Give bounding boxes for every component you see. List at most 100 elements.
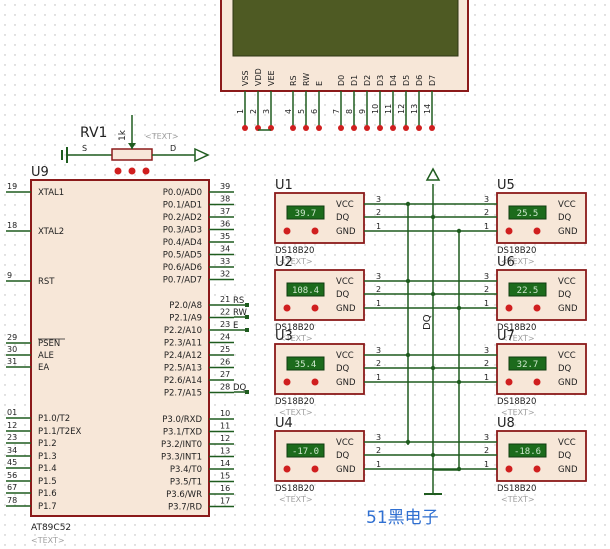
sensor-pin-number: 1	[376, 460, 381, 469]
sensor-button-left	[505, 304, 513, 312]
sensor-pin-gnd: GND	[336, 378, 356, 388]
sensor-button-right	[311, 465, 319, 473]
mcu-right-pins: 39P0.0/AD038P0.1/AD137P0.2/AD236P0.3/AD3…	[161, 182, 234, 513]
lcd-pin-name: D4	[389, 75, 398, 86]
sensor-part: DS18B20	[275, 323, 314, 333]
sensor-reading: 108.4	[292, 286, 319, 296]
sensor-display	[286, 282, 325, 297]
lcd-pin-probe	[351, 125, 357, 131]
sensor-ref: U4	[275, 416, 293, 431]
bus-dq-label: DQ	[422, 314, 433, 330]
sensor-pin-number: 1	[376, 299, 381, 308]
mcu-right-pin-name: P2.4/A12	[164, 351, 202, 361]
lcd-pin-number: 7	[332, 109, 341, 114]
mcu-left-pin-number: 67	[7, 483, 17, 492]
sensor-pin-number: 3	[484, 272, 489, 281]
mcu-net-label: RW	[233, 308, 248, 318]
rv1-wiper-arrow	[128, 143, 136, 149]
sensor-ref: U2	[275, 255, 293, 270]
mcu-right-pin-name: P3.4/T0	[170, 465, 202, 475]
sensor-display	[286, 356, 325, 371]
mcu-left-pin-name: XTAL2	[38, 227, 64, 237]
mcu-right-pin-name: P3.1/TXD	[163, 428, 203, 438]
mcu-right-pin-name: P2.1/A9	[169, 314, 202, 324]
mcu-left-pin-number: 19	[7, 182, 17, 191]
lcd-pin-name: RS	[289, 75, 298, 86]
mcu-left-pin-name: P1.1/T2EX	[38, 427, 81, 437]
sensor-part: DS18B20	[275, 397, 314, 407]
sensor-reading: 32.7	[517, 360, 539, 370]
rv1-knob-mid	[128, 167, 136, 175]
mcu-right-pin-number: 24	[220, 333, 230, 342]
mcu-left-pin-number: 12	[7, 421, 17, 430]
sensor-placeholder: <TEXT>	[279, 334, 313, 343]
mcu-right-pin-name: P3.7/RD	[168, 503, 202, 513]
lcd-pin-number: 9	[358, 109, 367, 114]
mcu-right-pin-number: 16	[220, 484, 230, 493]
mcu-left-pin-name: P1.0/T2	[38, 414, 70, 424]
sensor-pin-gnd: GND	[336, 304, 356, 314]
sensor-reading: 25.5	[517, 209, 539, 219]
sensor-button-left	[283, 378, 291, 386]
rv1-knob-right	[142, 167, 150, 175]
lcd-pin-probe	[403, 125, 409, 131]
sensor-part: DS18B20	[275, 246, 314, 256]
sensor-pin-dq: DQ	[336, 364, 350, 374]
sensor-button-left	[283, 465, 291, 473]
sensor-pin-gnd: GND	[558, 227, 578, 237]
mcu-left-pin-number: 01	[7, 408, 17, 417]
mcu-net-label: E	[233, 321, 238, 331]
lcd-pin-name: D6	[415, 75, 424, 86]
mcu-net-terminal	[245, 328, 249, 332]
potentiometer-rv1[interactable]: RV1 1k <TEXT> S D	[61, 115, 210, 175]
mcu-right-pin-name: P3.2/INT0	[161, 440, 202, 450]
microcontroller-u9[interactable]: U9 19XTAL118XTAL29RST29PSEN30ALE31EA01P1…	[6, 165, 249, 545]
lcd-module[interactable]: VSS1VDD2VEE3RS4RW5E6D07D18D29D310D411D51…	[220, 0, 469, 131]
sensor-part: DS18B20	[497, 323, 536, 333]
mcu-right-pin-name: P3.3/INT1	[161, 453, 202, 463]
mcu-left-pin-name: PSEN	[38, 339, 60, 349]
sensor-pin-number: 2	[484, 359, 489, 368]
mcu-right-pin-name: P0.2/AD2	[163, 213, 202, 223]
sensor-placeholder: <TEXT>	[279, 257, 313, 266]
lcd-pin-number: 10	[371, 104, 380, 114]
mcu-net-label: RS	[233, 296, 244, 306]
mcu-right-pin-name: P0.1/AD1	[163, 201, 202, 211]
lcd-pin-name: VEE	[267, 70, 276, 86]
lcd-pin-number: 8	[345, 109, 354, 114]
mcu-right-pin-number: 34	[220, 245, 230, 254]
lcd-pin-name: D7	[428, 75, 437, 86]
mcu-right-pin-name: P0.7/AD7	[163, 276, 202, 286]
sensor-reading: 22.5	[517, 286, 539, 296]
sensor-pin-number: 1	[484, 373, 489, 382]
lcd-pin-name: VSS	[241, 70, 250, 86]
sensor-button-right	[533, 465, 541, 473]
rv1-placeholder: <TEXT>	[145, 132, 179, 141]
sensor-display	[286, 443, 325, 458]
sensor-button-left	[505, 227, 513, 235]
lcd-pin-number: 12	[397, 104, 406, 114]
sensor-button-right	[311, 304, 319, 312]
mcu-left-pin-name: RST	[38, 277, 55, 287]
sensor-pin-number: 1	[484, 460, 489, 469]
lcd-pin-number: 3	[262, 109, 271, 114]
one-wire-bus	[407, 206, 460, 471]
mcu-left-pin-name: P1.3	[38, 452, 57, 462]
lcd-pin-name: D0	[337, 75, 346, 86]
mcu-right-pin-number: 38	[220, 195, 230, 204]
rv1-knob-left	[114, 167, 122, 175]
mcu-right-pin-name: P2.3/A11	[164, 339, 202, 349]
sensor-button-right	[533, 227, 541, 235]
sensor-part: DS18B20	[275, 484, 314, 494]
mcu-right-pin-number: 15	[220, 472, 230, 481]
mcu-ref: U9	[31, 165, 49, 180]
sensor-pin-gnd: GND	[558, 465, 578, 475]
